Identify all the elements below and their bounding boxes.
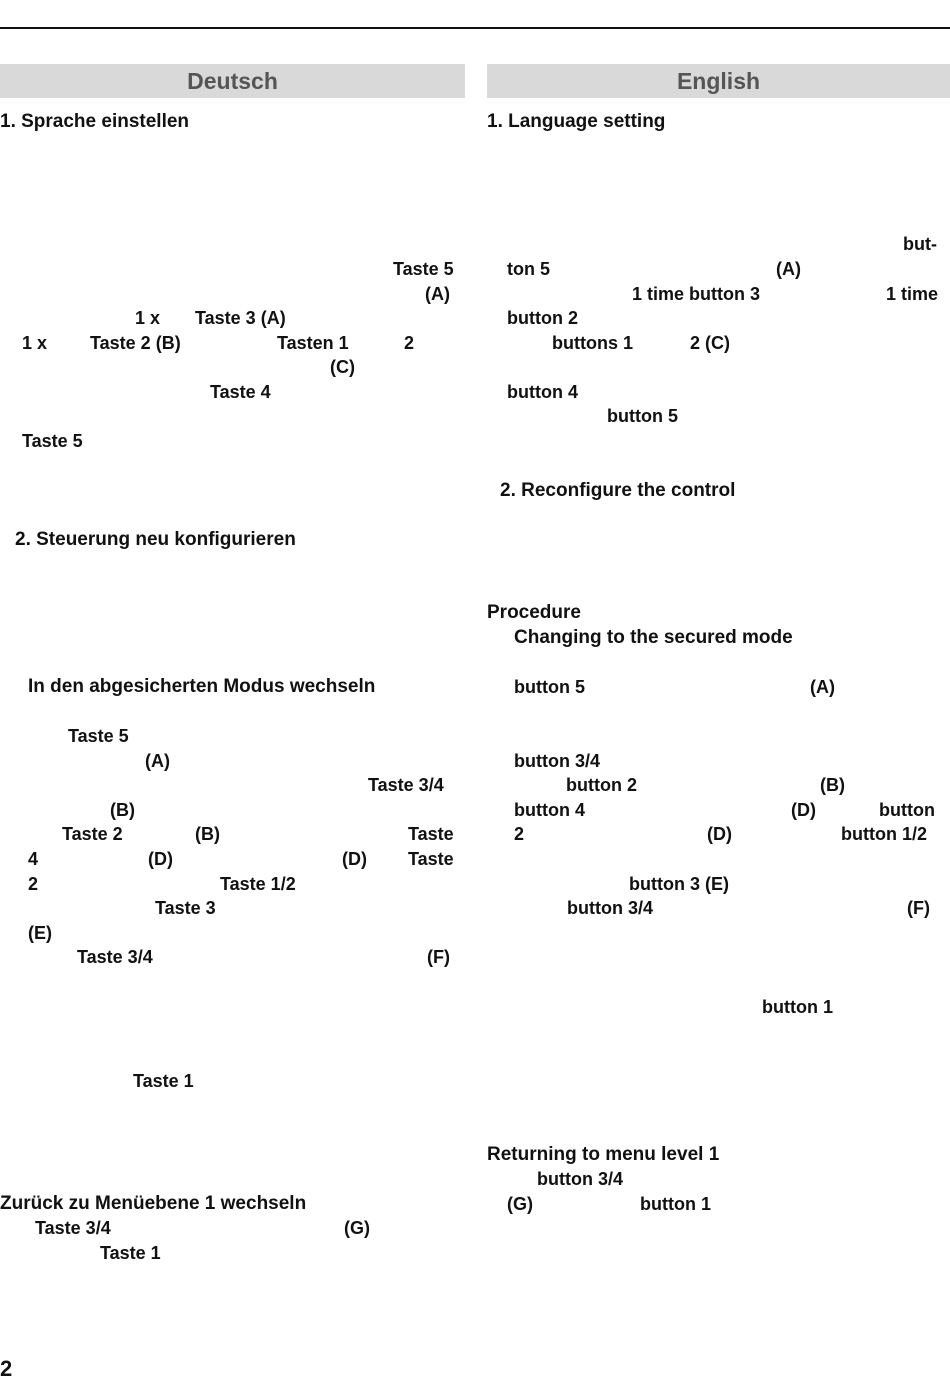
heading-procedure: Procedure xyxy=(487,602,581,623)
de-text: Taste 3/4 xyxy=(35,1218,111,1238)
en-text: ton 5 xyxy=(507,259,550,279)
en-text: button 5 xyxy=(607,406,678,426)
heading-language-setting: 1. Language setting xyxy=(487,111,666,132)
de-text: (B) xyxy=(195,824,220,844)
en-text: button 4 xyxy=(507,382,578,402)
en-text: button 1 xyxy=(640,1194,711,1214)
de-text: (G) xyxy=(344,1218,370,1238)
de-text: Taste 3 xyxy=(155,898,216,918)
column-header-deutsch: Deutsch xyxy=(0,64,465,98)
heading-reconfigure-control: 2. Reconfigure the control xyxy=(500,480,736,501)
en-text: 2 xyxy=(514,824,525,844)
column-header-english: English xyxy=(487,64,950,98)
en-text: button 4 xyxy=(514,800,585,820)
de-text: Taste 5 xyxy=(22,431,83,451)
en-text: (B) xyxy=(820,775,845,795)
en-text: button 3/4 xyxy=(514,751,600,771)
en-text: button 3 (E) xyxy=(629,874,729,894)
de-text: Taste 2 xyxy=(62,824,123,844)
de-text: (E) xyxy=(28,923,52,943)
de-text: Taste 3/4 xyxy=(77,947,153,967)
top-rule xyxy=(0,27,950,29)
en-text: but- xyxy=(903,234,937,254)
de-text: Taste 1 xyxy=(100,1243,161,1263)
de-text: 1 x xyxy=(135,308,161,328)
en-text: (A) xyxy=(776,259,801,279)
en-text: button 3/4 xyxy=(537,1169,623,1189)
de-text: Taste 3 (A) xyxy=(195,308,286,328)
de-text: Taste xyxy=(408,824,454,844)
de-text: 2 xyxy=(404,333,415,353)
en-text: (G) xyxy=(507,1194,533,1214)
en-text: button 2 xyxy=(566,775,637,795)
de-text: Tasten 1 xyxy=(277,333,349,353)
en-text: button 1 xyxy=(762,997,833,1017)
de-text: Taste 1/2 xyxy=(220,874,296,894)
de-text: Taste 3/4 xyxy=(368,775,444,795)
de-text: (A) xyxy=(425,284,450,304)
de-text: (F) xyxy=(427,947,450,967)
de-text: Taste 1 xyxy=(133,1071,194,1091)
en-text: button xyxy=(879,800,935,820)
en-text: (F) xyxy=(907,898,930,918)
de-text: Taste 4 xyxy=(210,382,271,402)
de-text: (B) xyxy=(110,800,135,820)
de-text: 4 xyxy=(28,849,39,869)
de-text: 2 xyxy=(28,874,39,894)
heading-zurueck-menueebene: Zurück zu Menüebene 1 wechseln xyxy=(0,1193,307,1214)
en-text: 1 time xyxy=(886,284,939,304)
en-text: buttons 1 xyxy=(552,333,633,353)
en-text: 2 (C) xyxy=(690,333,730,353)
en-text: button 1/2 xyxy=(841,824,927,844)
de-text: (C) xyxy=(330,357,355,377)
en-text: 1 time button 3 xyxy=(632,284,761,304)
en-text: button 3/4 xyxy=(567,898,653,918)
en-text: (A) xyxy=(810,677,835,697)
page-number: 2 xyxy=(0,1356,13,1381)
de-text: 1 x xyxy=(22,333,48,353)
de-text: Taste 5 xyxy=(68,726,129,746)
heading-abgesicherter-modus: In den abgesicherten Modus wechseln xyxy=(28,676,376,697)
de-text: (D) xyxy=(342,849,367,869)
de-text: Taste 2 (B) xyxy=(90,333,181,353)
en-text: (D) xyxy=(791,800,816,820)
de-text: (A) xyxy=(145,751,170,771)
heading-steuerung-neu-konfigurieren: 2. Steuerung neu konfigurieren xyxy=(15,529,296,550)
en-text: button 2 xyxy=(507,308,578,328)
de-text: Taste 5 xyxy=(393,259,454,279)
de-text: Taste xyxy=(408,849,454,869)
heading-returning-menu-level: Returning to menu level 1 xyxy=(487,1144,720,1165)
en-text: button 5 xyxy=(514,677,585,697)
heading-secured-mode: Changing to the secured mode xyxy=(514,627,793,648)
de-text: (D) xyxy=(148,849,173,869)
heading-sprache-einstellen: 1. Sprache einstellen xyxy=(0,111,190,132)
en-text: (D) xyxy=(707,824,732,844)
